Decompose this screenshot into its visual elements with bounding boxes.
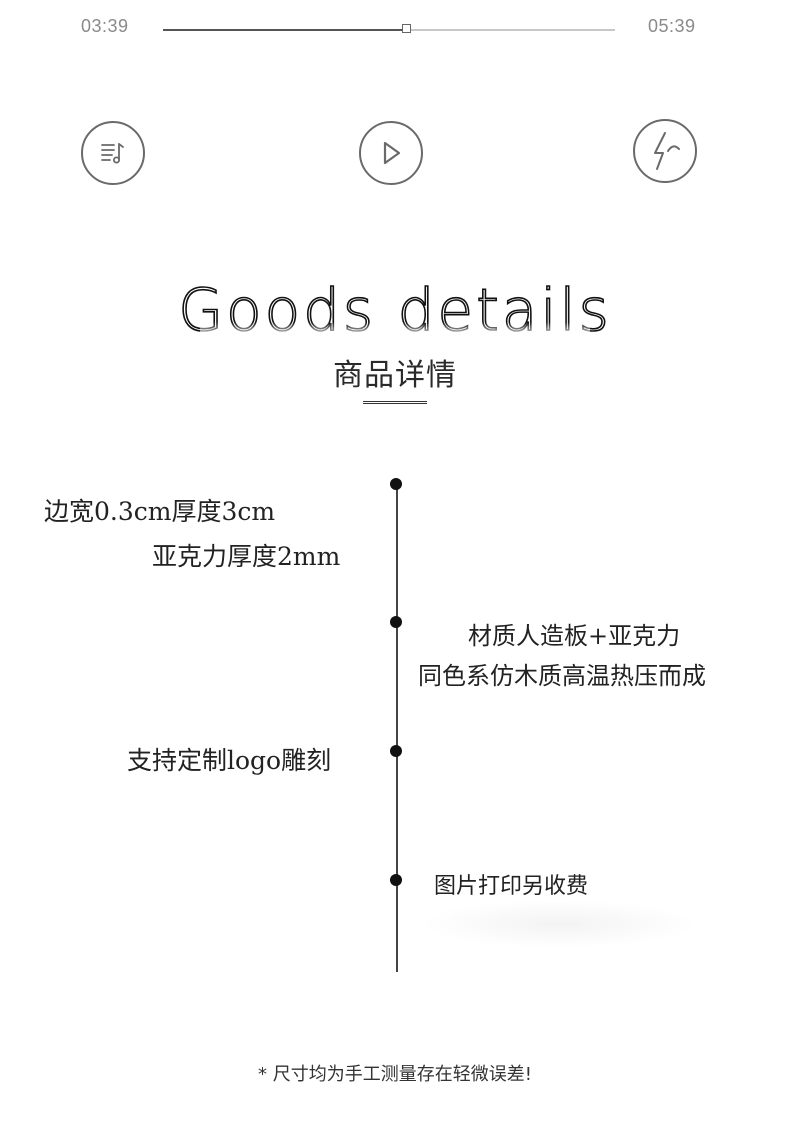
timeline-dot bbox=[390, 745, 402, 757]
playlist-button[interactable] bbox=[81, 121, 145, 185]
measurement-footnote: * 尺寸均为手工测量存在轻微误差! bbox=[258, 1064, 532, 1085]
goods-details-title-cn: 商品详情 bbox=[333, 358, 457, 393]
title-underline bbox=[363, 401, 427, 404]
timeline-dot bbox=[390, 616, 402, 628]
current-time: 03:39 bbox=[81, 16, 129, 36]
progress-fill bbox=[163, 29, 408, 31]
detail-process: 同色系仿木质高温热压而成 bbox=[418, 662, 706, 690]
detail-acrylic-thickness: 亚克力厚度2mm bbox=[152, 542, 341, 571]
detail-logo-engraving: 支持定制logo雕刻 bbox=[127, 746, 332, 775]
total-time: 05:39 bbox=[648, 16, 696, 36]
timeline-dot bbox=[390, 478, 402, 490]
progress-handle[interactable] bbox=[402, 24, 412, 33]
detail-material: 材质人造板+亚克力 bbox=[468, 622, 681, 650]
faint-watermark bbox=[420, 900, 700, 948]
title-fade bbox=[200, 322, 590, 344]
timeline-line bbox=[396, 483, 398, 972]
timeline-dot bbox=[390, 874, 402, 886]
mode-button[interactable] bbox=[633, 119, 697, 183]
play-button[interactable] bbox=[359, 121, 423, 185]
detail-print-fee: 图片打印另收费 bbox=[434, 874, 589, 899]
progress-bar[interactable] bbox=[163, 24, 615, 33]
playlist-icon bbox=[101, 143, 124, 164]
detail-border-thickness: 边宽0.3cm厚度3cm bbox=[44, 497, 276, 526]
play-icon bbox=[383, 141, 401, 165]
lightning-icon bbox=[654, 132, 680, 170]
